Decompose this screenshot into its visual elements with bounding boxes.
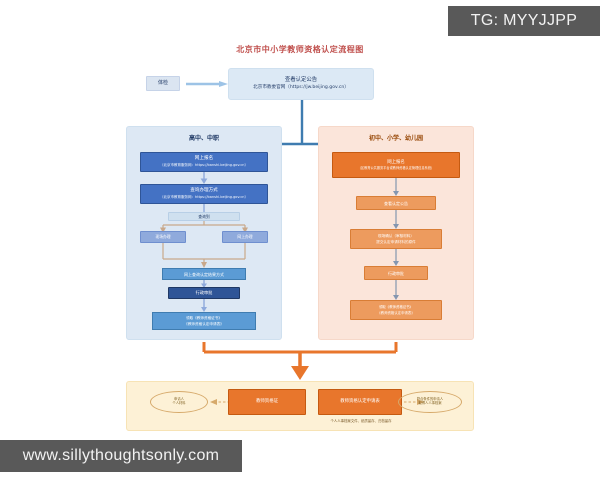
right-step-1-line2: （区教育公共服务平台或教师资格认定管理信息系统） [357,166,435,171]
bottom-right-note-line1: 符合条件的申请人 [416,397,444,402]
left-branch-label: 查询到 [168,212,240,221]
left-step-query-result-label: 网上查询认定结果方式 [184,271,224,277]
left-connector-4 [201,299,207,312]
output-application-form: 教师资格认定申请表 [318,389,402,415]
bottom-right-note-line2: 取得人人事档案 [418,401,442,405]
right-step-administrative-approval: 行政审批 [364,266,428,280]
left-branch-onsite: 现场办理 [140,231,186,243]
right-step-online-registration: 网上报名 （区教育公共服务平台或教师资格认定管理信息系统） [332,152,460,178]
left-step-query-result: 网上查询认定结果方式 [162,268,246,280]
left-step-query-method: 查询办理方式 （北京市教育服务网：https://banshi.beijing.… [140,184,268,204]
output-certificate-label: 教师资格证 [256,399,278,405]
left-step-1-line2: （北京市教育服务网：https://banshi.beijing.gov.cn） [159,163,249,168]
left-step-administrative-approval: 行政审批 [168,287,240,299]
output-application-form-label: 教师资格认定申请表 [340,399,380,405]
left-step-online-registration: 网上报名 （北京市教育服务网：https://banshi.beijing.go… [140,152,268,172]
left-connector-1 [200,172,208,184]
output-teacher-certificate: 教师资格证 [228,389,306,415]
right-step-5-line2: 《教师资格认定申请表》 [377,310,415,315]
right-step-2-label: 查看认定公告 [384,200,408,206]
left-branch-online: 网上办理 [222,231,268,243]
right-step-onsite-confirmation: 现场确认（审核材料） 提交认定申请材料的原件 [350,229,442,249]
left-branch-fork [160,221,248,233]
left-branch-online-label: 网上办理 [237,233,253,239]
arrow-checkup-to-announcement [186,81,228,87]
right-step-view-announcement: 查看认定公告 [356,196,436,210]
left-step-1-line1: 网上报名 [194,156,214,162]
left-branch-merge [162,243,246,268]
bottom-left-note-line1: 申请人 [174,397,184,402]
left-step-2-line2: （北京市教育服务网：https://banshi.beijing.gov.cn） [159,195,249,200]
bottom-left-note: 申请人 个人材料 [150,391,208,413]
right-connector-2 [393,210,399,229]
node-view-announcement: 查看认定公告 北京市教委官网（https://jw.beijing.gov.cn… [228,68,374,100]
left-step-collect-certificate: 领取《教师资格证书》 《教师资格认定申请表》 [152,312,256,330]
right-step-3-line2: 提交认定申请材料的原件 [376,239,416,244]
right-step-3-line1: 现场确认（审核材料） [378,234,414,239]
right-step-5-line1: 领取《教师资格证书》 [379,305,413,310]
node-health-checkup: 体检 [146,76,180,91]
bottom-right-note: 符合条件的申请人 取得人人事档案 [398,391,462,413]
left-branch-onsite-label: 现场办理 [155,233,171,239]
panel-right-title: 初中、小学、幼儿园 [368,135,423,142]
panel-left-title: 高中、中职 [188,135,219,142]
bottom-footnote: 个人人事档案文件、纸质留存、归档留存 [330,419,392,423]
left-step-approval-label: 行政审批 [195,290,213,296]
page-title: 北京市中小学教师资格认定流程图 [236,45,364,54]
right-connector-4 [393,280,399,300]
node-view-announcement-line2: 北京市教委官网（https://jw.beijing.gov.cn） [253,85,349,90]
watermark-telegram: TG: MYYJJPP [448,6,600,36]
arrow-to-left-note [210,399,230,405]
right-connector-3 [393,249,399,266]
right-step-collect-certificate: 领取《教师资格证书》 《教师资格认定申请表》 [350,300,442,320]
connector-merge-to-bottom [202,342,398,380]
right-connector-1 [393,178,399,196]
node-health-checkup-label: 体检 [157,80,168,87]
left-step-collect-line1: 领取《教师资格证书》 [186,316,222,321]
right-step-4-label: 行政审批 [388,270,404,276]
right-step-1-line1: 网上报名 [387,159,405,165]
left-step-2-line1: 查询办理方式 [190,188,218,194]
watermark-website: www.sillythoughtsonly.com [0,440,242,472]
node-view-announcement-line1: 查看认定公告 [284,77,318,84]
bottom-left-note-line2: 个人材料 [172,401,186,405]
left-connector-3 [201,280,207,288]
left-step-collect-line2: 《教师资格认定申请表》 [184,321,224,326]
